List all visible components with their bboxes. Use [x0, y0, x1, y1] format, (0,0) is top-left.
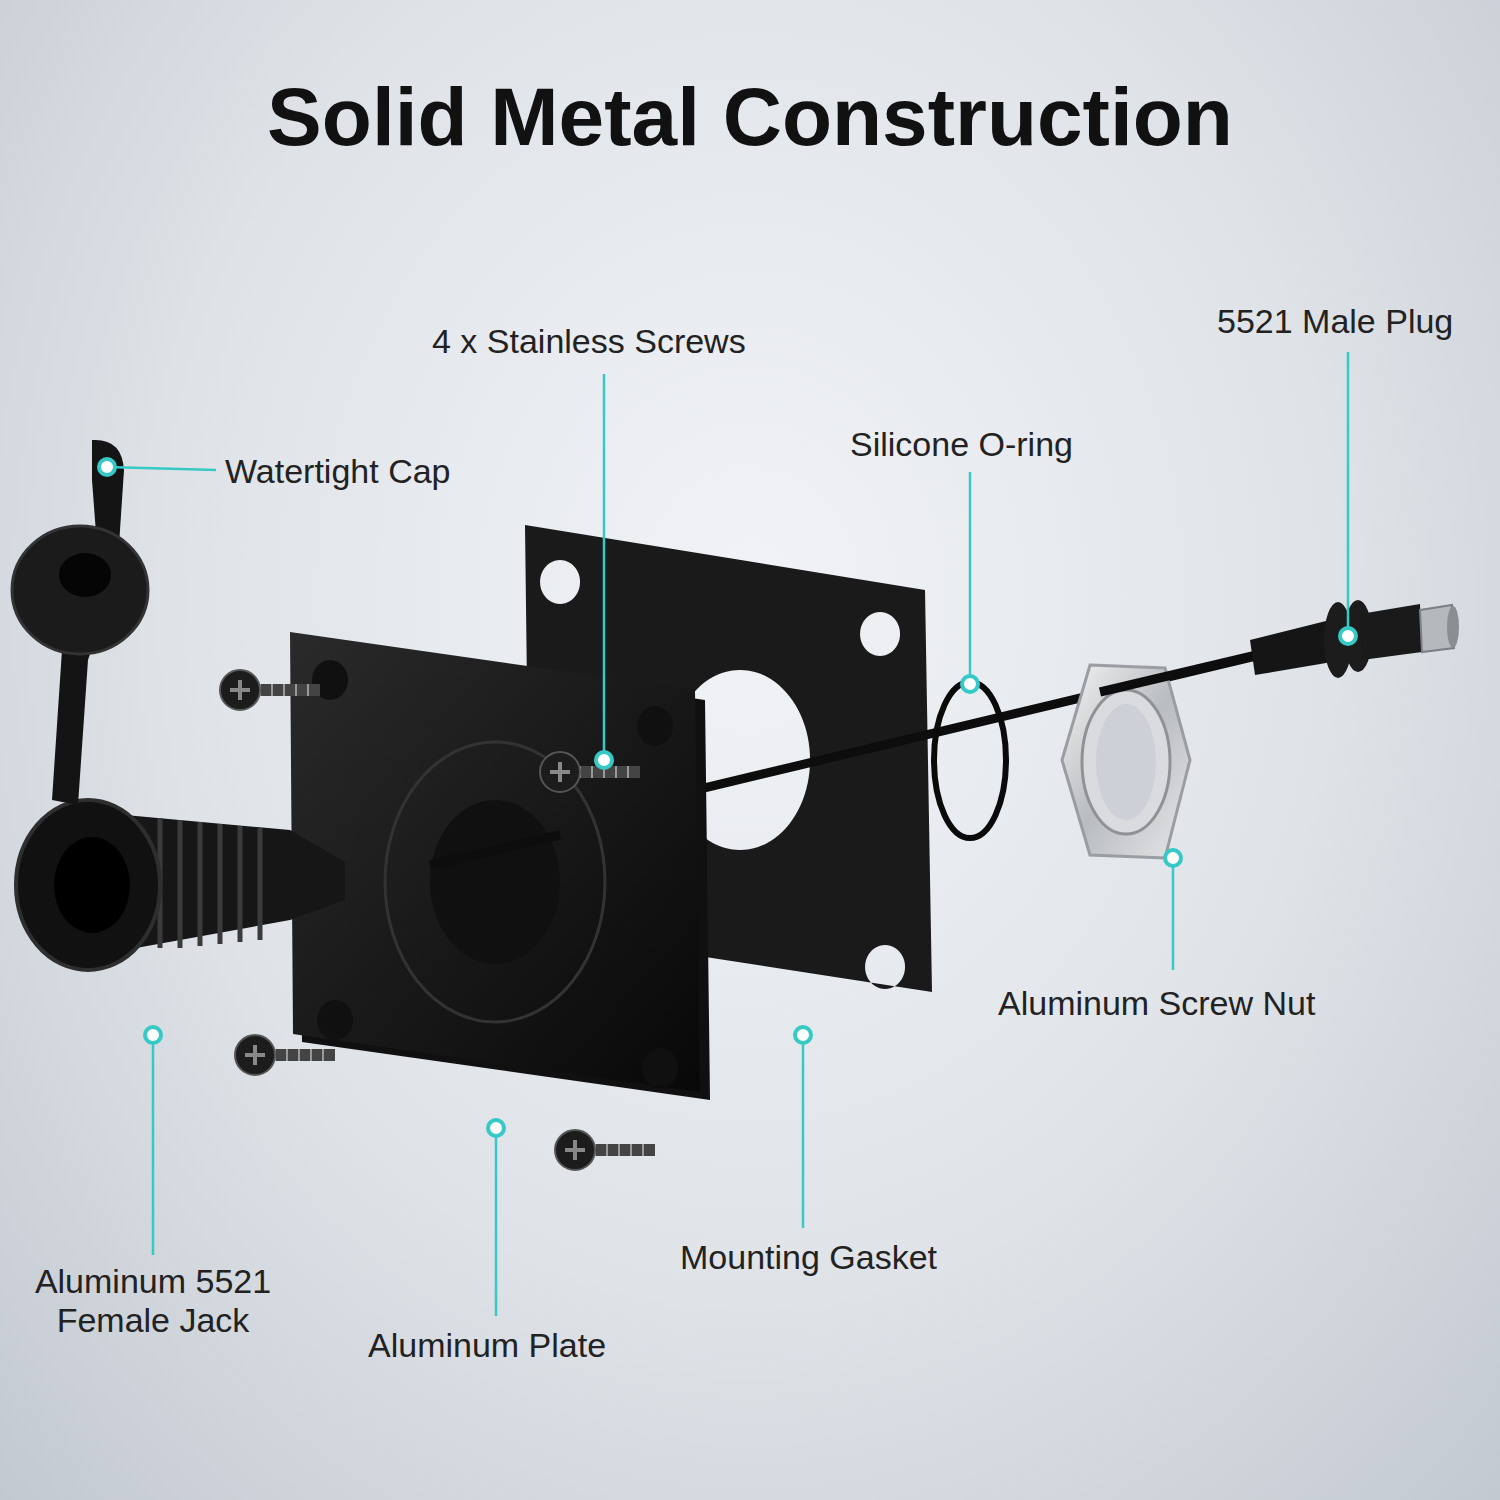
part-label: 5521 Male Plug: [1217, 302, 1453, 341]
o-ring: [934, 682, 1006, 838]
leader-lines: [99, 352, 1356, 1316]
part-label: Silicone O-ring: [850, 425, 1073, 464]
part-label: 4 x Stainless Screws: [432, 322, 746, 361]
screw-nut: [1062, 665, 1190, 858]
female-jack: [16, 800, 345, 970]
cable: [430, 835, 560, 865]
part-label: Mounting Gasket: [680, 1238, 937, 1277]
title: Solid Metal Construction: [0, 70, 1500, 164]
part-label: Aluminum Plate: [368, 1326, 606, 1365]
part-label: Aluminum 5521 Female Jack: [5, 1262, 301, 1340]
male-plug: [1250, 600, 1459, 678]
cable: [1100, 653, 1265, 692]
watertight-cap: [12, 440, 148, 805]
aluminum-plate: [290, 632, 710, 1100]
part-label: Aluminum Screw Nut: [998, 984, 1315, 1023]
part-label: Watertight Cap: [225, 452, 451, 491]
